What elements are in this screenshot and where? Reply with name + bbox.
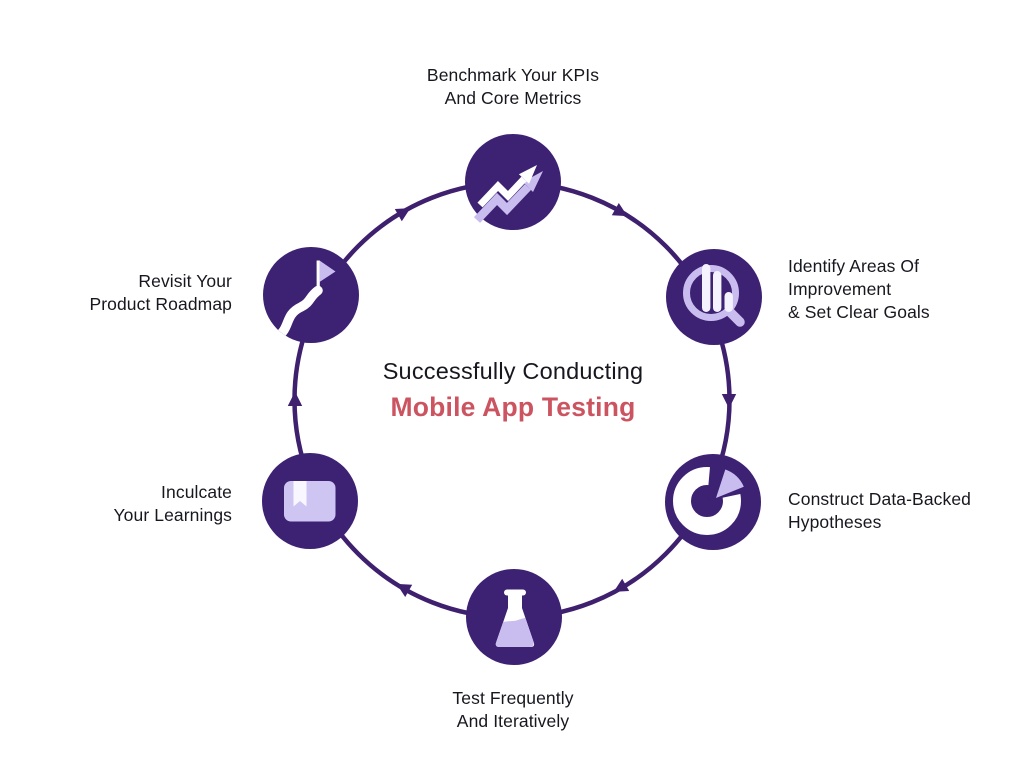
book-bookmark-icon — [284, 481, 336, 522]
cycle-arrow-test-to-inculcate — [396, 583, 413, 597]
pie-chart-icon — [673, 461, 747, 535]
cycle-arrow-inculcate-to-revisit — [287, 391, 303, 406]
cycle-arrow-identify-to-construct — [721, 394, 737, 409]
step-label-identify: Identify Areas Of Improvement & Set Clea… — [788, 256, 930, 322]
cycle-arrow-benchmark-to-identify — [611, 203, 628, 217]
magnifier-bar-chart-icon — [683, 264, 745, 327]
step-label-inculcate: Inculcate Your Learnings — [113, 482, 232, 525]
step-label-construct: Construct Data-Backed Hypotheses — [788, 489, 972, 532]
center-title-line2: Mobile App Testing — [390, 392, 636, 422]
roadmap-flag-icon — [272, 260, 336, 342]
node-identify — [666, 249, 762, 345]
flask-icon — [495, 589, 535, 647]
node-benchmark — [465, 134, 561, 230]
node-construct — [665, 454, 761, 550]
node-inculcate — [262, 453, 358, 549]
step-label-benchmark: Benchmark Your KPIs And Core Metrics — [426, 65, 600, 108]
step-label-revisit: Revisit Your Product Roadmap — [89, 271, 232, 314]
center-title-line1: Successfully Conducting — [382, 358, 644, 384]
node-revisit — [263, 247, 359, 343]
step-label-test: Test Frequently And Iteratively — [452, 688, 574, 731]
cycle-arrow-revisit-to-benchmark — [394, 208, 411, 222]
center-title: Successfully Conducting Mobile App Testi… — [313, 356, 713, 424]
cycle-arrows — [287, 203, 737, 597]
trend-arrows-icon — [473, 165, 543, 223]
node-test — [466, 569, 562, 665]
cycle-arrow-construct-to-test — [613, 578, 630, 592]
